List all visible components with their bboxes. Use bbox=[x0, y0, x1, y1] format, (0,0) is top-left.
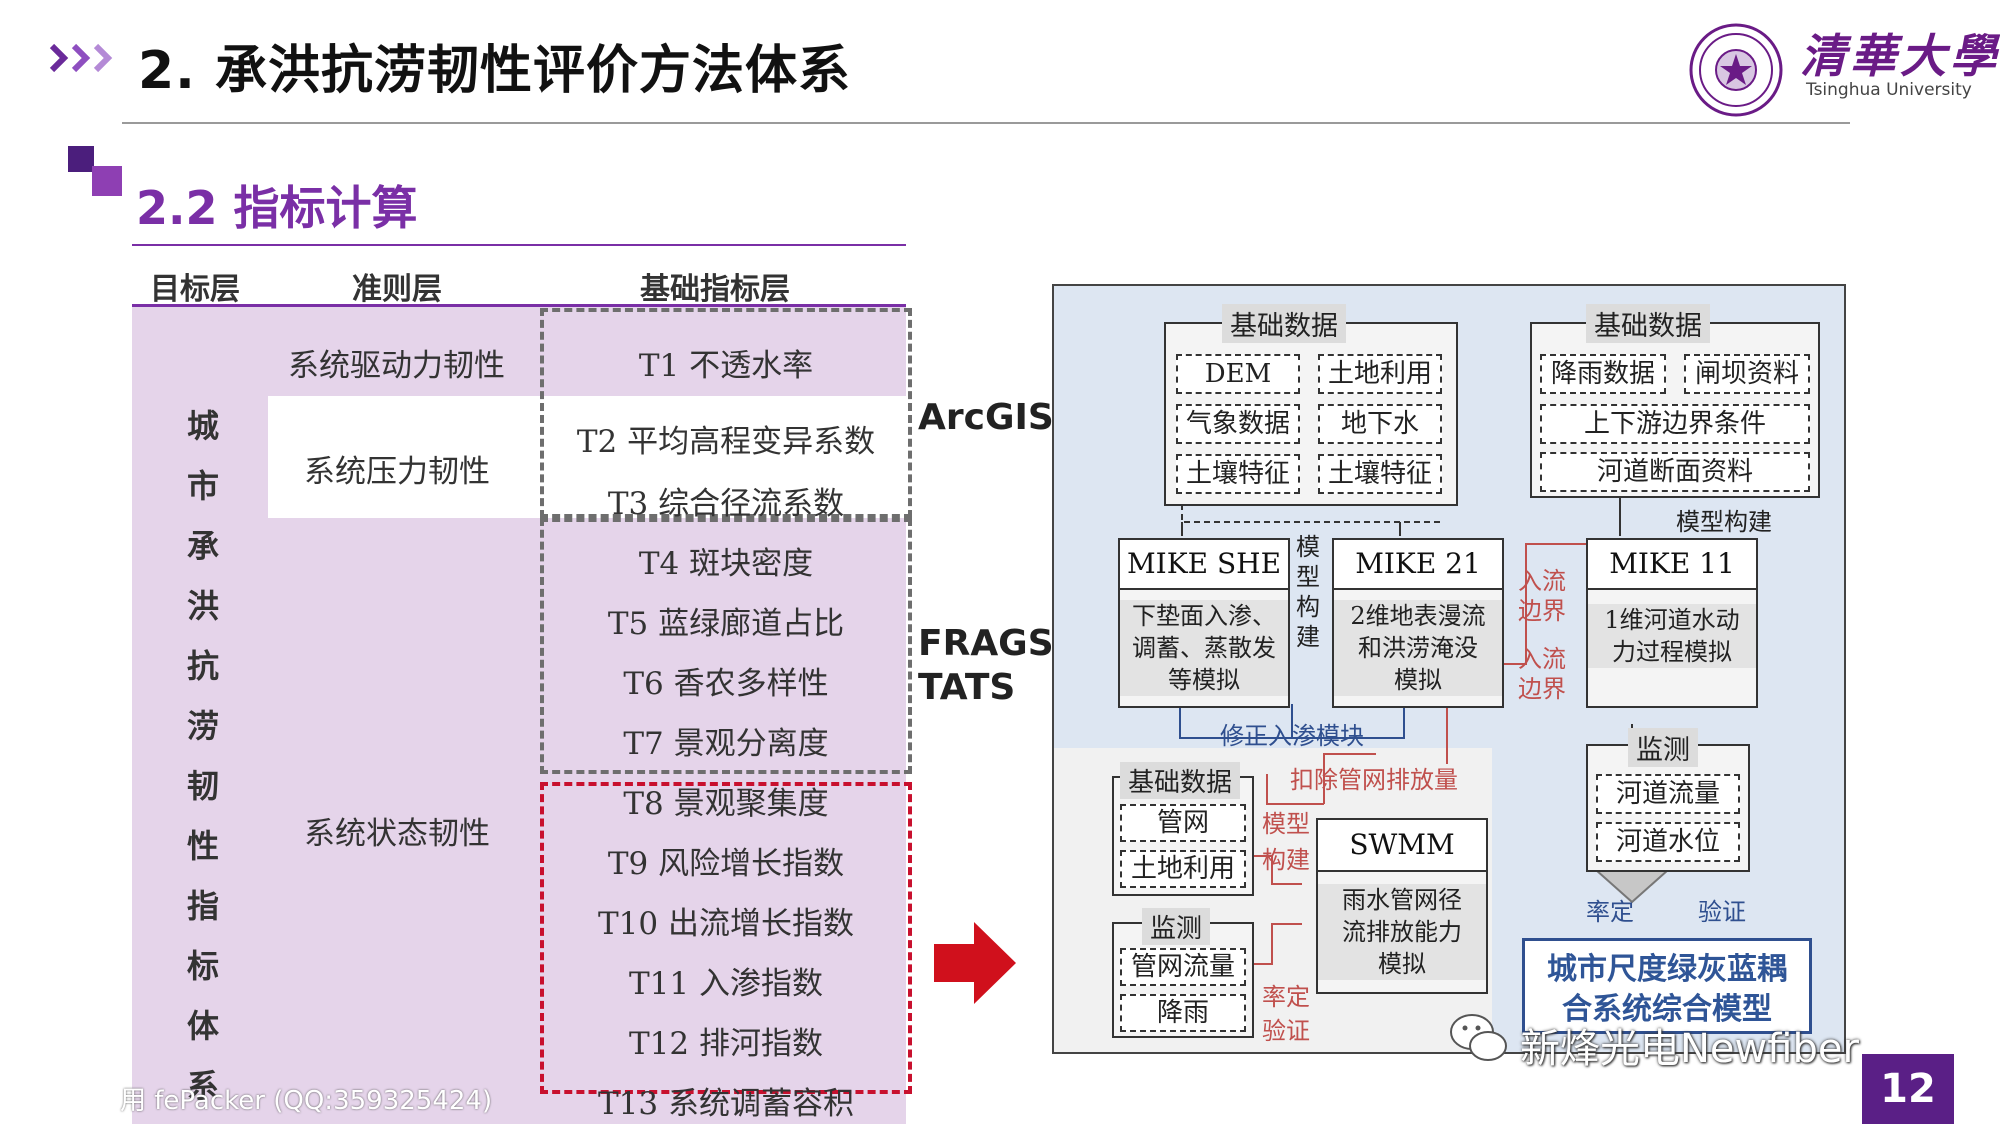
indicator-cell-pressure bbox=[538, 396, 906, 518]
criteria-cell-pressure bbox=[268, 396, 538, 518]
swmm-body: 雨水管网径 流排放能力 模拟 bbox=[1318, 884, 1486, 980]
brand-watermark: 新烽光电Newfiber bbox=[1520, 1026, 1859, 1072]
section-marker-icon bbox=[92, 166, 122, 196]
model-indicator-group bbox=[540, 782, 912, 1094]
swmm-build-label: 模型 构建 bbox=[1262, 810, 1310, 874]
data-land-use-swmm: 土地利用 bbox=[1120, 850, 1246, 888]
indicator-t13: T13 系统调蓄容积 bbox=[598, 1086, 854, 1122]
data-rainfall: 降雨数据 bbox=[1540, 354, 1666, 394]
tsinghua-logo-en: Tsinghua University bbox=[1806, 80, 1972, 100]
river-monitor-title: 监测 bbox=[1628, 728, 1698, 767]
swmm-calibration-label: 率定 验证 bbox=[1262, 983, 1310, 1045]
page-number: 12 bbox=[1862, 1054, 1954, 1124]
inflow-boundary-label-1: 入流 边界 bbox=[1518, 567, 1566, 625]
indicator-t1: T1 不透水率 bbox=[638, 348, 814, 384]
indicator-t10: T10 出流增长指数 bbox=[598, 906, 854, 942]
indicator-t6: T6 香农多样性 bbox=[623, 666, 829, 702]
tool-fragstats: FRAGS TATS bbox=[918, 623, 1054, 708]
tool-arcgis: ArcGIS bbox=[918, 397, 1054, 438]
data-dam: 闸坝资料 bbox=[1684, 354, 1810, 394]
basic-data-title-left: 基础数据 bbox=[1222, 304, 1346, 343]
swmm-data-title: 基础数据 bbox=[1120, 762, 1241, 799]
column-header-criteria: 准则层 bbox=[352, 272, 442, 307]
swmm-title: SWMM bbox=[1318, 820, 1486, 872]
data-river-level: 河道水位 bbox=[1596, 822, 1740, 862]
mike-11-title: MIKE 11 bbox=[1588, 540, 1756, 590]
arcgis-indicator-group bbox=[540, 308, 912, 518]
column-header-target: 目标层 bbox=[150, 272, 240, 307]
credit-text: 用 fePacker (QQ:359325424) bbox=[120, 1086, 493, 1116]
calibrate-label: 率定 bbox=[1586, 898, 1634, 926]
data-boundary: 上下游边界条件 bbox=[1540, 404, 1810, 444]
basic-data-title-right: 基础数据 bbox=[1586, 304, 1710, 343]
arrow-right-icon bbox=[934, 922, 1016, 1004]
section-title: 2.2 指标计算 bbox=[136, 181, 418, 235]
table-header-line bbox=[132, 304, 906, 307]
model-build-label: 模型构建 bbox=[1676, 508, 1772, 536]
data-pipe-flow: 管网流量 bbox=[1120, 948, 1246, 986]
indicator-t4: T4 斑块密度 bbox=[638, 546, 814, 582]
criteria-pressure: 系统压力韧性 bbox=[304, 454, 490, 490]
mike-11-body: 1维河道水动 力过程模拟 bbox=[1588, 604, 1756, 668]
mike-21-body: 2维地表漫流 和洪涝淹没 模拟 bbox=[1334, 600, 1502, 696]
data-river-flow: 河道流量 bbox=[1596, 774, 1740, 814]
data-soil-2: 土壤特征 bbox=[1318, 454, 1442, 494]
header-divider bbox=[122, 122, 1850, 124]
fix-infiltration-label: 修正入渗模块 bbox=[1220, 722, 1364, 750]
data-river-section: 河道断面资料 bbox=[1540, 452, 1810, 492]
data-rain-monitor: 降雨 bbox=[1120, 994, 1246, 1032]
indicator-t3: T3 综合径流系数 bbox=[607, 486, 845, 522]
wechat-icon bbox=[1450, 1014, 1507, 1061]
indicator-t8: T8 景观聚集度 bbox=[623, 786, 829, 822]
fragstats-indicator-group bbox=[540, 518, 912, 774]
deduct-pipe-label: 扣除管网排放量 bbox=[1290, 766, 1458, 794]
data-land-use: 土地利用 bbox=[1318, 354, 1442, 394]
criteria-driving-force: 系统驱动力韧性 bbox=[288, 348, 505, 384]
verify-label: 验证 bbox=[1698, 898, 1746, 926]
column-header-indicator: 基础指标层 bbox=[640, 272, 790, 307]
mike-21-title: MIKE 21 bbox=[1334, 540, 1502, 590]
indicator-t2: T2 平均高程变异系数 bbox=[576, 424, 876, 460]
integrated-model-label: 城市尺度绿灰蓝耦 合系统综合模型 bbox=[1547, 952, 1787, 1027]
data-dem: DEM bbox=[1176, 354, 1300, 394]
inflow-boundary-label-2: 入流 边界 bbox=[1518, 645, 1566, 703]
mike-she-title: MIKE SHE bbox=[1120, 540, 1288, 590]
data-pipe-network: 管网 bbox=[1120, 804, 1246, 842]
chevron-right-icon bbox=[49, 43, 113, 73]
tsinghua-seal-icon bbox=[1689, 23, 1783, 117]
indicator-t9: T9 风险增长指数 bbox=[607, 846, 845, 882]
mike-she-body: 下垫面入渗、 调蓄、蒸散发 等模拟 bbox=[1120, 600, 1288, 696]
page-title: 2. 承洪抗涝韧性评价方法体系 bbox=[138, 41, 852, 101]
data-groundwater: 地下水 bbox=[1318, 404, 1442, 444]
target-layer-label: 城 市 承 洪 抗 涝 韧 性 指 标 体 系 bbox=[186, 407, 219, 1105]
indicator-t7: T7 景观分离度 bbox=[623, 726, 829, 762]
swmm-monitor-title: 监测 bbox=[1142, 908, 1211, 945]
criteria-state: 系统状态韧性 bbox=[304, 816, 490, 852]
section-divider bbox=[132, 244, 906, 246]
data-meteorology: 气象数据 bbox=[1176, 404, 1300, 444]
data-soil-1: 土壤特征 bbox=[1176, 454, 1300, 494]
model-build-vertical: 模 型 构 建 bbox=[1296, 533, 1320, 651]
tsinghua-logo-cn: 清華大學 bbox=[1800, 29, 2000, 83]
integrated-model-box bbox=[1522, 938, 1812, 1034]
section-marker-icon bbox=[68, 146, 94, 172]
indicator-t5: T5 蓝绿廊道占比 bbox=[607, 606, 845, 642]
indicator-t11: T11 入渗指数 bbox=[629, 966, 823, 1002]
indicator-t12: T12 排河指数 bbox=[629, 1026, 823, 1062]
